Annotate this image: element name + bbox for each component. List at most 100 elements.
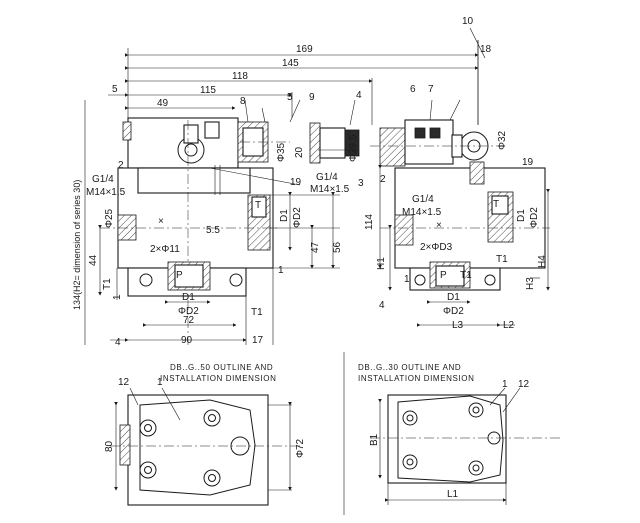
outline-50-hole-tl [139, 419, 157, 437]
dim-d1-left-h: D1 [182, 292, 195, 303]
callout-2-left: 2 [118, 160, 124, 171]
callout-7: 7 [428, 84, 434, 95]
caption-50-line2: INSTALLATION DIMENSION [160, 374, 276, 383]
dim-phi32: Φ32 [497, 130, 508, 150]
label-g14-mid: G1/4 [316, 172, 338, 183]
callout-12-left: 12 [118, 377, 130, 388]
dim-h4: H4 [537, 255, 548, 268]
dim-169: 169 [296, 44, 313, 55]
dim-118: 118 [232, 71, 248, 82]
dim-t1-left: T1 [102, 278, 113, 290]
dim-d1-right-h: D1 [447, 292, 460, 303]
label-2xphi11: 2×Φ11 [150, 244, 180, 255]
dim-l3: L3 [452, 320, 464, 331]
label-x-left: × [158, 216, 164, 227]
callout-8: 8 [240, 96, 246, 107]
dim-4-left: 4 [115, 337, 121, 348]
dim-phi72: Φ72 [295, 438, 306, 458]
dim-5-top: 5 [112, 84, 118, 95]
outline-30-plate [397, 395, 504, 483]
dim-4-right: 4 [379, 300, 385, 311]
right-side-view [370, 119, 550, 291]
mount-hole-right [229, 273, 243, 287]
outline-50-hole-tr [203, 409, 221, 427]
caption-50-line1: DB..G..50 OUTLINE AND [170, 363, 273, 372]
right-view-dimension-lines [378, 40, 550, 327]
dim-72: 72 [183, 315, 195, 326]
coil-housing [379, 127, 406, 167]
callout-1-left: 1 [157, 377, 163, 388]
dim-80: 80 [104, 440, 115, 452]
dim-phi25: Φ25 [104, 208, 115, 228]
outline-30-hole-bl [402, 454, 418, 470]
right-valve-body [394, 167, 546, 269]
label-t1-right-b: T1 [496, 254, 508, 265]
dim-t1-bottom: T1 [251, 307, 263, 318]
dim-115: 115 [200, 85, 216, 96]
caption-30-line2: INSTALLATION DIMENSION [358, 374, 474, 383]
dim-5-5: 5.5 [206, 225, 220, 236]
dim-1-right-mark: 1 [404, 274, 410, 285]
dim-17: 17 [252, 335, 264, 346]
locking-nut [344, 129, 360, 157]
dim-114: 114 [364, 214, 375, 230]
outline-30-hole-br [468, 460, 484, 476]
label-p-right: P [440, 270, 447, 281]
callout-6: 6 [410, 84, 416, 95]
label-t-right: T [493, 199, 499, 210]
dim-d1-right-vert: D1 [516, 209, 527, 222]
outline-50-hole-bl [139, 461, 157, 479]
outline-50-plate [139, 399, 256, 496]
callout-5: 5 [287, 92, 293, 103]
dim-phid2-left-vert: ΦD2 [292, 207, 303, 228]
label-g14-left: G1/4 [92, 174, 114, 185]
outline-50-plan-view [110, 387, 300, 506]
note-series-30: 134(H2= dimension of series 30) [72, 180, 82, 310]
dim-1-right: 1 [278, 265, 284, 276]
outline-50-hole-br [203, 469, 221, 487]
callout-19-right: 19 [522, 157, 534, 168]
label-t1-right-a: T1 [460, 270, 472, 281]
label-g14-right: G1/4 [412, 194, 434, 205]
dim-phid2-right-h: ΦD2 [443, 306, 464, 317]
dim-47: 47 [310, 241, 321, 253]
dim-90: 90 [181, 335, 193, 346]
right-side-port [394, 214, 414, 246]
callout-3: 3 [358, 178, 364, 189]
dim-1-under: 1 [112, 294, 123, 300]
dim-h1: H1 [376, 257, 387, 270]
side-port-hatch [117, 214, 137, 241]
actuator-block [404, 119, 454, 165]
outline-30-hole-tr [468, 402, 484, 418]
callout-2-right: 2 [380, 174, 386, 185]
dim-phid2-left-h: ΦD2 [178, 306, 199, 317]
dim-b1: B1 [369, 433, 380, 446]
outline-30-hole-tl [402, 410, 418, 426]
callout-9: 9 [309, 92, 315, 103]
top-dimension-lines [108, 27, 486, 125]
left-front-view [100, 117, 360, 345]
label-t-left: T [255, 200, 261, 211]
dim-l2: L2 [503, 320, 515, 331]
dim-20: 20 [294, 146, 305, 158]
dim-44: 44 [88, 254, 99, 266]
dim-56: 56 [332, 241, 343, 253]
callout-12-right: 12 [518, 379, 530, 390]
callout-1-right: 1 [502, 379, 508, 390]
label-p-left: P [176, 270, 183, 281]
dim-49: 49 [157, 98, 169, 109]
mount-hole-left [139, 273, 153, 287]
dim-l1: L1 [447, 489, 459, 500]
label-x-right: × [436, 220, 442, 231]
callout-10: 10 [462, 16, 474, 27]
dim-h3: H3 [525, 277, 536, 290]
outline-50-body [127, 394, 269, 506]
caption-30-line1: DB..G..30 OUTLINE AND [358, 363, 461, 372]
dim-d1-left-vert: D1 [279, 209, 290, 222]
right-tank-port [487, 191, 514, 243]
left-view-dimension-lines [84, 99, 356, 345]
outline-30-plan-view [370, 387, 560, 505]
dim-phi39-5: Φ39.5 [348, 134, 359, 162]
